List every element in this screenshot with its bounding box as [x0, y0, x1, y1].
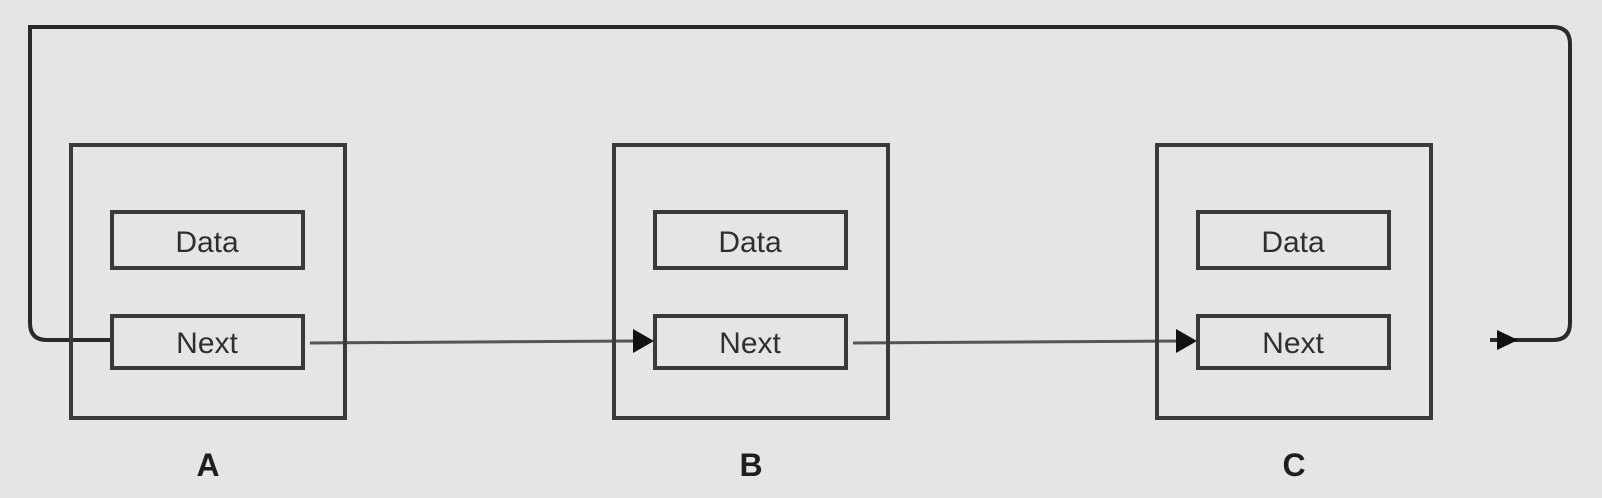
- link-b-to-c: [852, 339, 1179, 345]
- node-b-next-field: [653, 314, 848, 370]
- wrap-link-c-to-a: [28, 25, 1572, 342]
- arrow-head-b-to-c: [1176, 329, 1197, 353]
- node-c: Data Next C: [1155, 143, 1433, 483]
- arrow-head-c-wrap: [1497, 330, 1518, 350]
- node-c-name: C: [1282, 447, 1305, 483]
- node-a: Data Next A: [69, 143, 347, 483]
- node-b-next-label: Next: [719, 327, 781, 360]
- node-b-name: B: [739, 447, 762, 483]
- link-a-to-b: [309, 339, 636, 345]
- arrow-head-a-to-b: [633, 329, 654, 353]
- node-b-data-label: Data: [718, 226, 782, 259]
- node-b: Data Next B: [612, 143, 890, 483]
- node-b-box: [612, 143, 890, 420]
- node-a-next-field: [110, 314, 305, 370]
- node-c-box: [1155, 143, 1433, 420]
- node-a-data-label: Data: [175, 226, 239, 259]
- node-a-name: A: [196, 447, 219, 483]
- node-c-next-label: Next: [1262, 327, 1324, 360]
- node-a-next-label: Next: [176, 327, 238, 360]
- node-b-data-field: [653, 210, 848, 270]
- node-c-next-field: [1196, 314, 1391, 370]
- node-c-data-label: Data: [1261, 226, 1325, 259]
- node-a-box: [69, 143, 347, 420]
- node-c-data-field: [1196, 210, 1391, 270]
- node-a-data-field: [110, 210, 305, 270]
